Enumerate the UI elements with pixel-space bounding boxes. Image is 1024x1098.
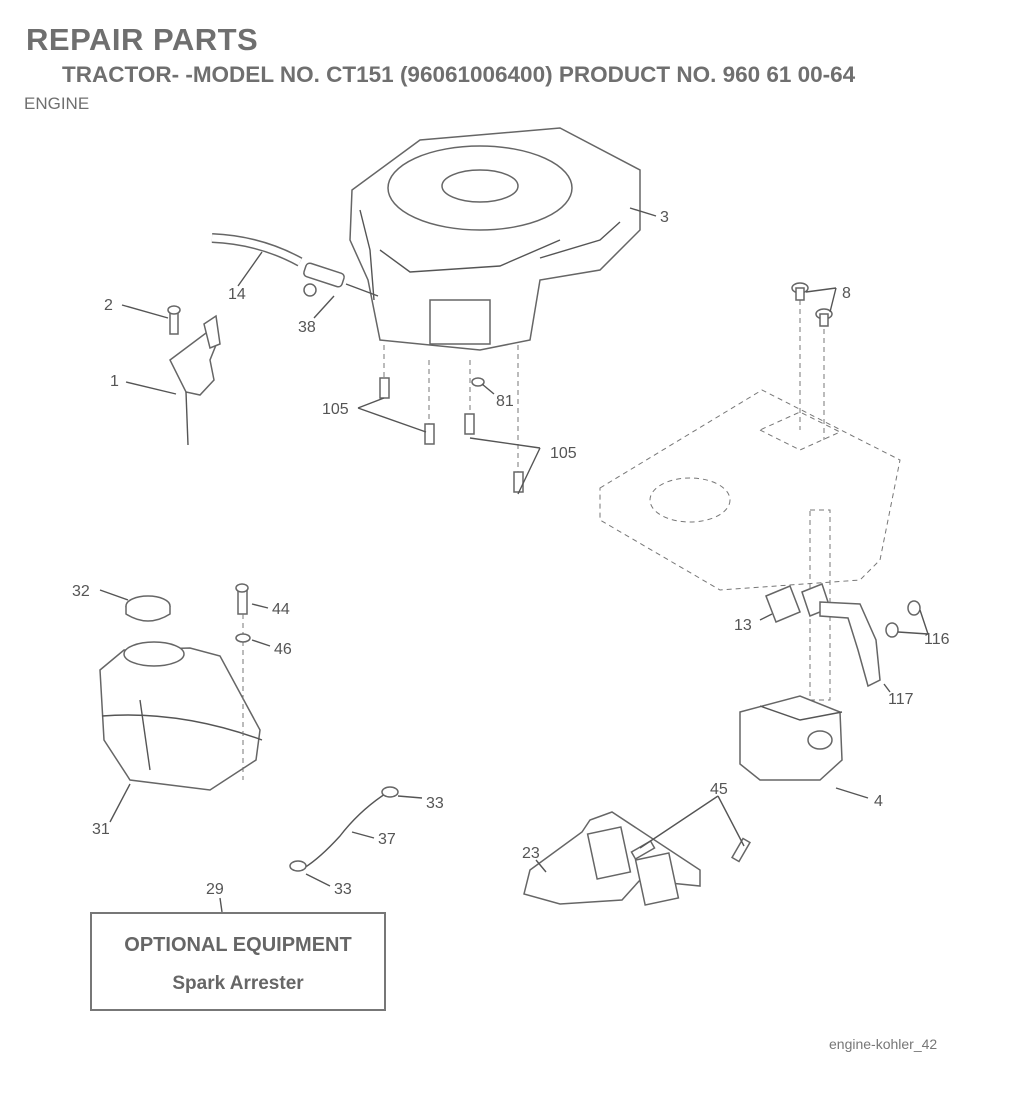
fuel-hose-part (289, 786, 399, 872)
screw-part (167, 305, 181, 335)
callout-23: 23 (522, 845, 540, 862)
callout-4: 4 (874, 793, 883, 810)
engine-part (349, 127, 641, 351)
callout-105-lower: 105 (550, 445, 577, 462)
fuel-line-part (211, 233, 303, 267)
callout-13: 13 (734, 617, 752, 634)
callout-45: 45 (710, 781, 728, 798)
callout-105-upper: 105 (322, 401, 349, 418)
callout-37: 37 (378, 831, 396, 848)
washer-part (235, 633, 251, 643)
engine-bolts-part (379, 345, 524, 493)
heat-shield-part (523, 811, 751, 906)
callout-81: 81 (496, 393, 514, 410)
frame-bolts-part (791, 282, 833, 327)
callout-2: 2 (104, 297, 113, 314)
fuel-filter-part (303, 262, 379, 297)
throttle-bracket-part (169, 314, 221, 446)
callout-46: 46 (274, 641, 292, 658)
callout-29: 29 (206, 881, 224, 898)
muffler-part (739, 695, 843, 781)
tractor-frame-part (599, 300, 901, 701)
leader-lines (99, 207, 929, 913)
exhaust-pipe-part (819, 601, 881, 688)
optional-equipment-box: OPTIONAL EQUIPMENT Spark Arrester (90, 912, 386, 1011)
model-subtitle: TRACTOR- -MODEL NO. CT151 (96061006400) … (62, 62, 856, 87)
callout-38: 38 (298, 319, 316, 336)
optional-equipment-item: Spark Arrester (172, 973, 304, 994)
nuts-part (885, 600, 921, 638)
callout-33-upper: 33 (426, 795, 444, 812)
fuel-tank-part (99, 641, 263, 791)
callout-116: 116 (924, 631, 950, 648)
section-label: ENGINE (24, 94, 90, 113)
diagram-code: engine-kohler_42 (829, 1036, 938, 1052)
callout-14: 14 (228, 286, 246, 303)
callout-1: 1 (110, 373, 119, 390)
page-title: REPAIR PARTS (26, 22, 259, 57)
callout-32: 32 (72, 583, 90, 600)
callout-44: 44 (272, 601, 290, 618)
fuel-cap-part (125, 595, 171, 622)
callout-117: 117 (888, 691, 914, 708)
callout-31: 31 (92, 821, 110, 838)
callout-33-lower: 33 (334, 881, 352, 898)
callout-3: 3 (660, 209, 669, 226)
optional-equipment-title: OPTIONAL EQUIPMENT (124, 934, 352, 956)
callout-8: 8 (842, 285, 851, 302)
